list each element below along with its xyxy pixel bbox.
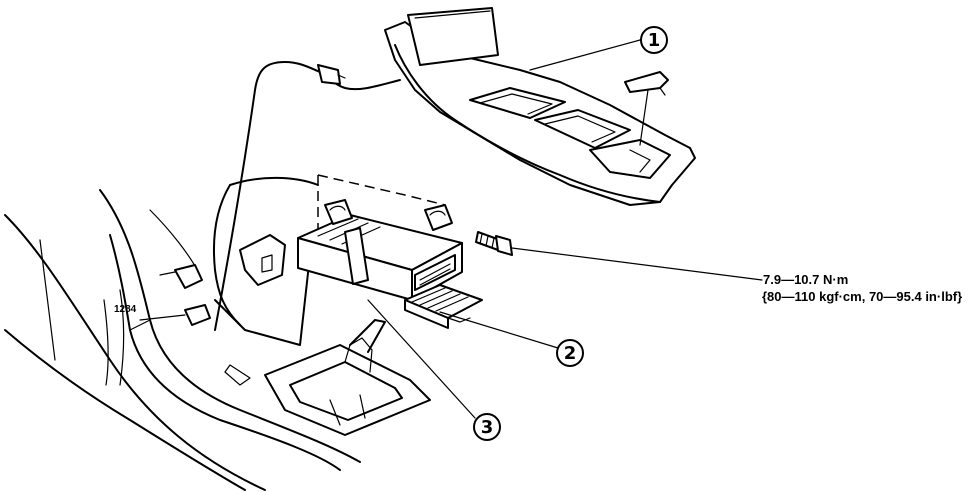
callout-2-label: 2 (564, 343, 577, 364)
callout-3-label: 3 (481, 417, 494, 438)
callout-2: 2 (556, 339, 584, 367)
harness-wire (214, 61, 401, 331)
left-connector: 1284 (114, 264, 211, 331)
floor-tunnel (4, 189, 361, 491)
shift-opening (224, 319, 431, 436)
mounting-bracket (212, 174, 446, 346)
console-panel (384, 7, 696, 206)
callout-1: 1 (640, 26, 668, 54)
callout-3: 3 (473, 413, 501, 441)
control-unit (297, 199, 463, 301)
leader-lines (367, 39, 763, 419)
torque-spec: 7.9—10.7 N·m {80—110 kgf·cm, 70—95.4 in·… (762, 272, 962, 304)
torque-spec-alt-units: {80—110 kgf·cm, 70—95.4 in·lbf} (762, 289, 962, 304)
mounting-bolt (475, 231, 513, 256)
connector-label: 1284 (114, 304, 137, 315)
callout-1-label: 1 (648, 30, 661, 51)
torque-spec-nm: 7.9—10.7 N·m (763, 272, 848, 287)
harness-connector (404, 284, 483, 329)
